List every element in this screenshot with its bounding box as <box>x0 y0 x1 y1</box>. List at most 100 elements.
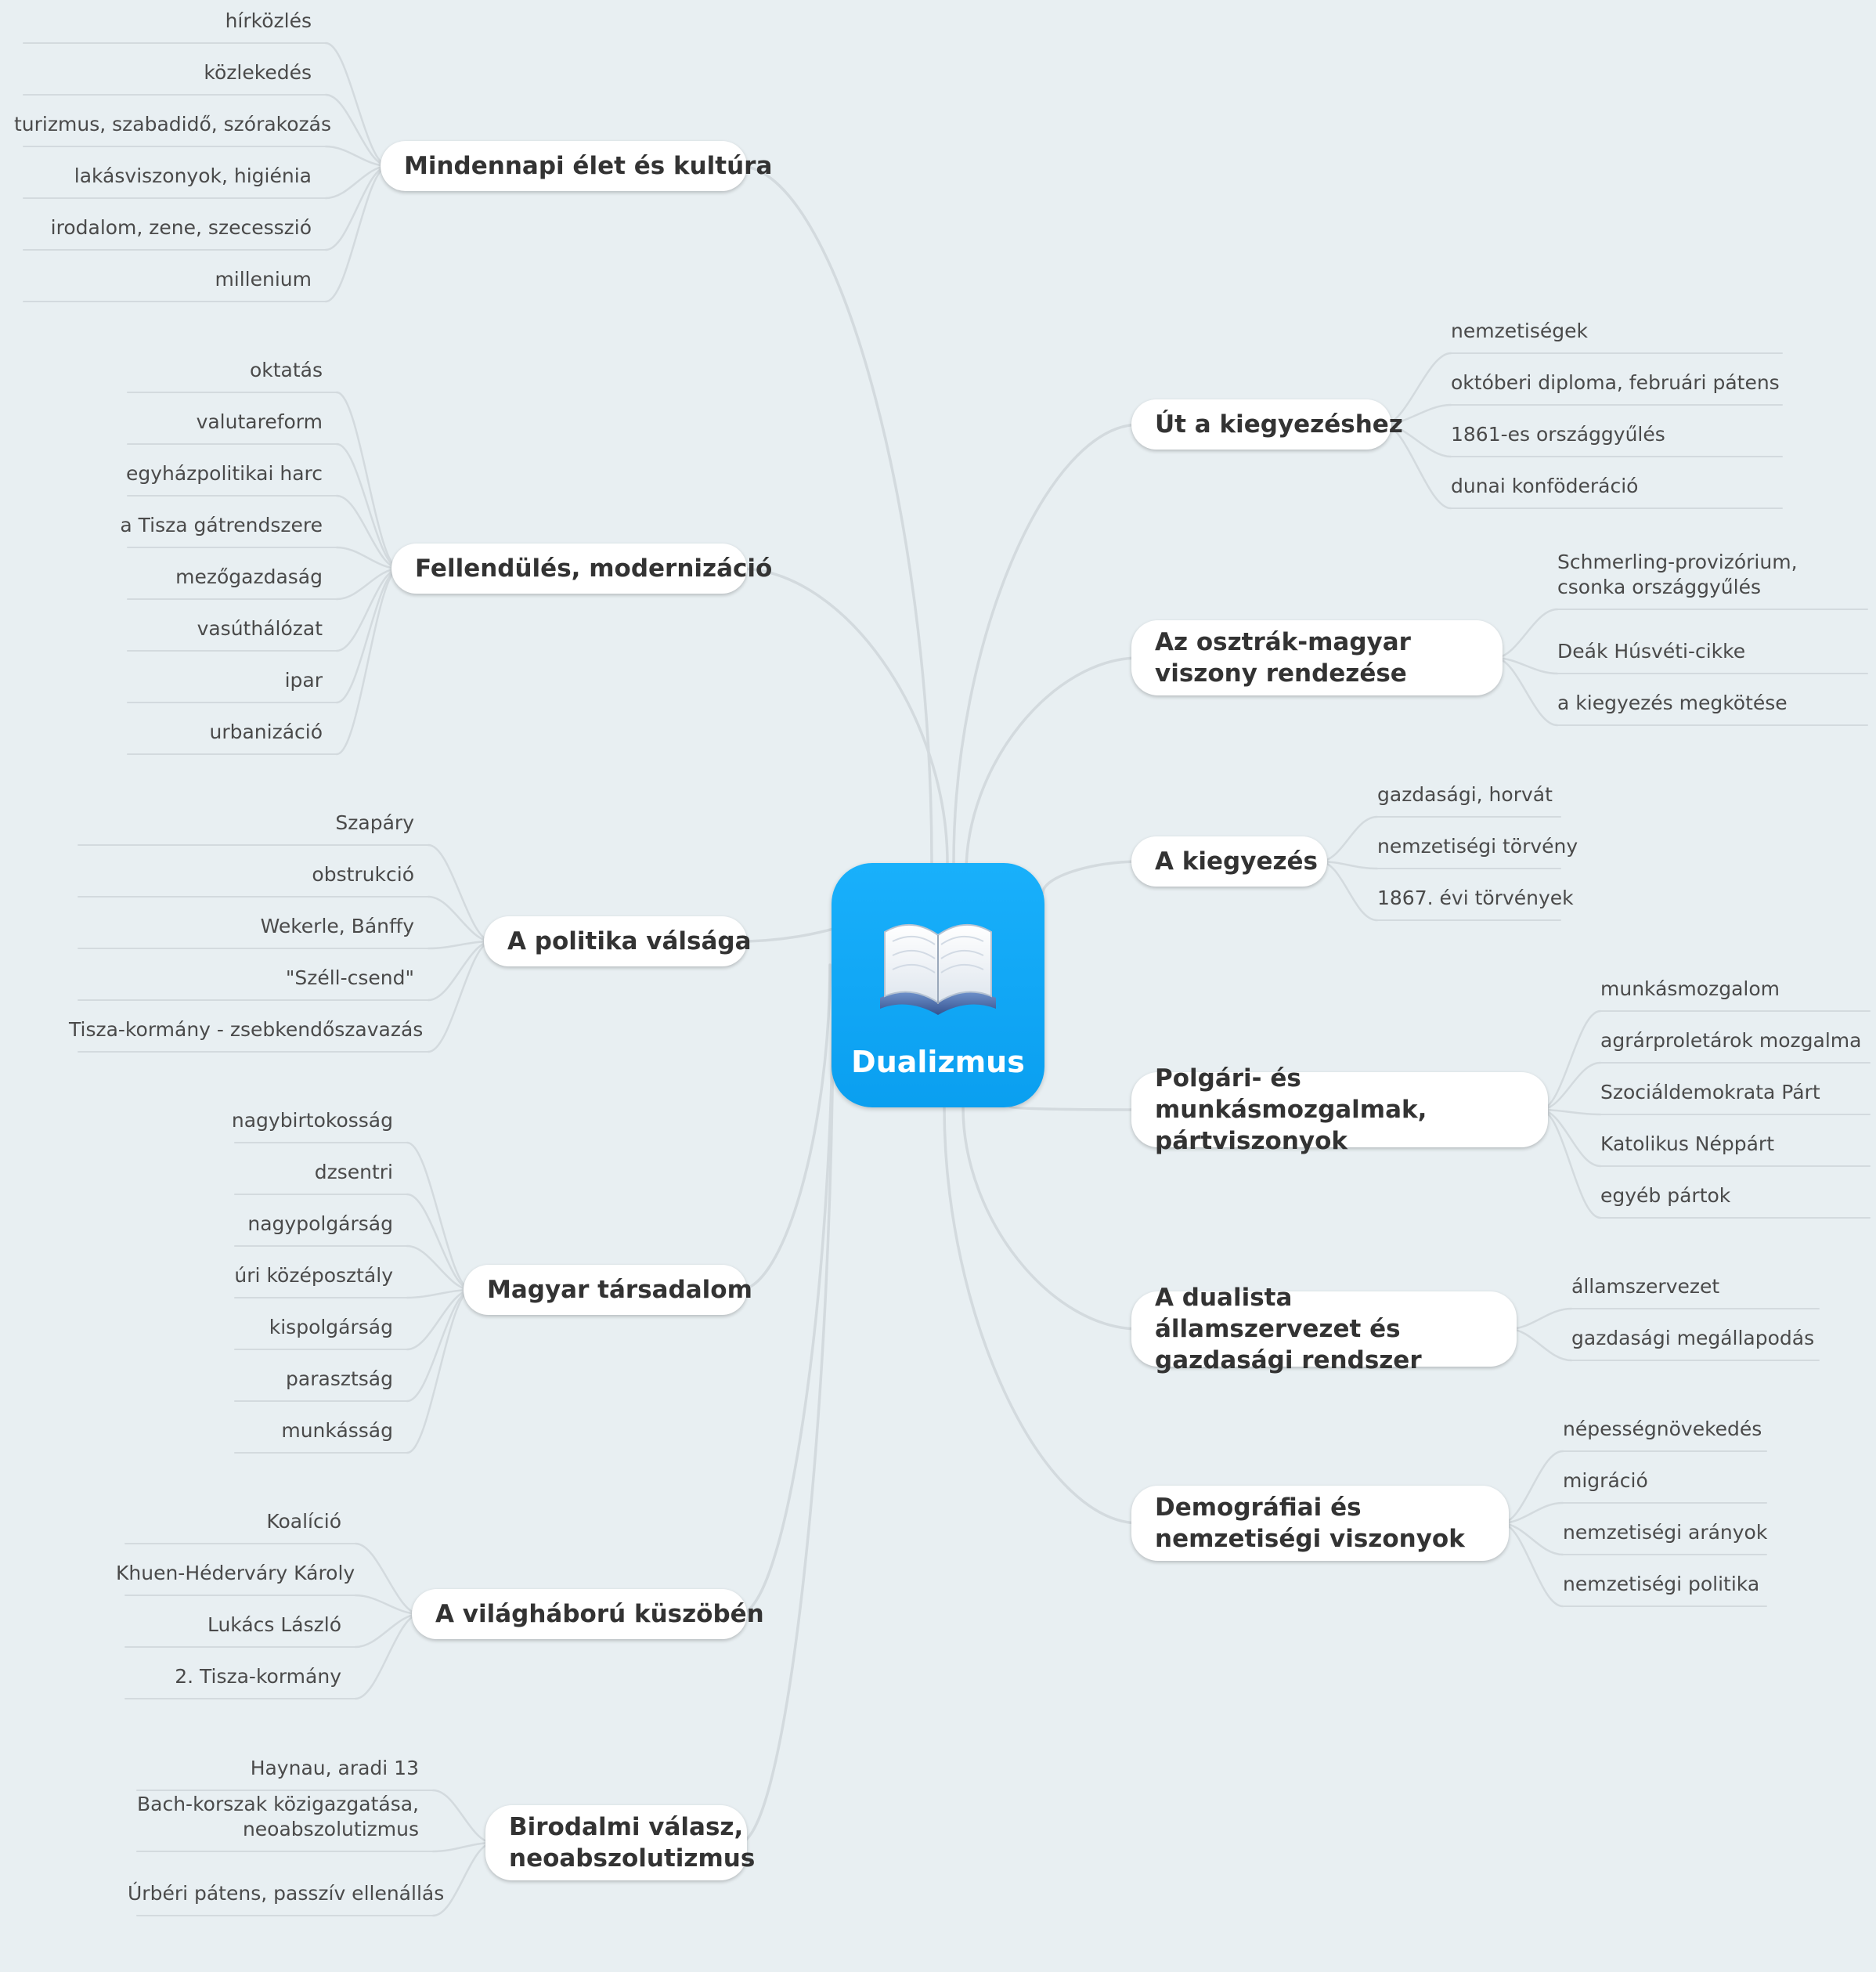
subtopic[interactable]: lakásviszonyok, higiénia <box>74 164 312 187</box>
subtopic[interactable]: nemzetiségek <box>1451 320 1588 342</box>
subtopic[interactable]: októberi diploma, februári pátens <box>1451 371 1780 394</box>
branch-topic[interactable]: Polgári- és munkásmozgalmak, pártviszony… <box>1131 1064 1548 1155</box>
subtopic[interactable]: mezőgazdaság <box>175 565 323 588</box>
central-topic-label: Dualizmus <box>851 1045 1025 1079</box>
subtopic[interactable]: vasúthálózat <box>197 617 323 640</box>
subtopic-connector <box>406 1141 473 1291</box>
subtopic[interactable]: Deák Húsvéti-cikke <box>1557 640 1746 663</box>
subtopic-connector <box>427 895 493 943</box>
subtopic[interactable]: államszervezet <box>1571 1275 1720 1298</box>
subtopic[interactable]: közlekedés <box>204 61 312 84</box>
subtopic[interactable]: Haynau, aradi 13 <box>250 1757 419 1779</box>
subtopic[interactable]: turizmus, szabadidő, szórakozás <box>14 113 332 135</box>
subtopic[interactable]: a Tisza gátrendszere <box>120 514 323 536</box>
branch-topic-label: A kiegyezés <box>1155 847 1318 876</box>
subtopic[interactable]: népességnövekedés <box>1563 1418 1762 1440</box>
subtopic[interactable]: 1867. évi törvények <box>1377 887 1574 909</box>
subtopic[interactable]: irodalom, zene, szecesszió <box>50 216 312 239</box>
subtopic[interactable]: Szociáldemokrata Párt <box>1600 1081 1820 1103</box>
branch-topic[interactable]: Út a kiegyezéshez <box>1131 399 1403 450</box>
subtopic[interactable]: nemzetiségi törvény <box>1377 835 1578 858</box>
subtopic[interactable]: gazdasági megállapodás <box>1571 1327 1815 1349</box>
subtopic[interactable]: munkásmozgalom <box>1600 977 1780 1000</box>
subtopic[interactable]: Koalíció <box>266 1510 341 1533</box>
subtopic[interactable]: obstrukció <box>312 863 414 886</box>
subtopic[interactable]: valutareform <box>196 410 323 433</box>
branch-topic-label: Demográfiai és nemzetiségi viszonyok <box>1155 1493 1465 1553</box>
subtopic[interactable]: Schmerling-provizórium, csonka országgyű… <box>1557 551 1798 598</box>
subtopic[interactable]: egyházpolitikai harc <box>125 462 323 485</box>
subtopic[interactable]: Szapáry <box>335 811 414 834</box>
subtopic[interactable]: Úrbéri pátens, passzív ellenállás <box>128 1882 445 1905</box>
subtopic[interactable]: dzsentri <box>314 1161 393 1183</box>
subtopic-connector <box>427 940 493 1002</box>
subtopic[interactable]: agrárproletárok mozgalma <box>1600 1029 1862 1052</box>
subtopic[interactable]: Tisza-kormány - zsebkendőszavazás <box>69 1018 424 1041</box>
subtopic-connector <box>335 567 401 756</box>
subtopic[interactable]: parasztság <box>286 1367 393 1390</box>
subtopic[interactable]: Khuen-Héderváry Károly <box>116 1562 355 1584</box>
branch-connector <box>965 656 1141 874</box>
subtopic[interactable]: nemzetiségi arányok <box>1563 1521 1768 1544</box>
subtopic-connector <box>1493 608 1559 659</box>
subtopic[interactable]: oktatás <box>249 359 323 381</box>
branch-topic[interactable]: Demográfiai és nemzetiségi viszonyok <box>1131 1486 1509 1561</box>
subtopic[interactable]: kispolgárság <box>269 1316 393 1338</box>
branch-topic-label: A dualista államszervezet és gazdasági r… <box>1155 1284 1422 1374</box>
subtopic-connector <box>1382 423 1452 510</box>
branch-topic[interactable]: Az osztrák-magyar viszony rendezése <box>1131 620 1503 695</box>
subtopic[interactable]: dunai konföderáció <box>1451 475 1639 497</box>
branch-topic[interactable]: A kiegyezés <box>1131 836 1327 887</box>
subtopic[interactable]: nagypolgárság <box>247 1212 393 1235</box>
branch-connector <box>738 977 835 1616</box>
subtopic[interactable]: nemzetiségi politika <box>1563 1573 1760 1595</box>
subtopic-connector <box>1539 1108 1602 1219</box>
subtopic[interactable]: urbanizáció <box>209 721 323 743</box>
subtopic[interactable]: hírközlés <box>225 9 312 32</box>
subtopic-connector <box>1493 656 1559 675</box>
subtopic[interactable]: munkásság <box>281 1419 393 1442</box>
subtopic[interactable]: Bach-korszak közigazgatása, neoabszoluti… <box>137 1793 419 1840</box>
branch-topic[interactable]: A világháború küszöbén <box>412 1589 764 1639</box>
subtopic[interactable]: "Széll-csend" <box>285 966 414 989</box>
subtopic-connector <box>1507 1307 1573 1331</box>
branch-topic[interactable]: A politika válsága <box>484 916 752 966</box>
branch-connector <box>738 567 949 865</box>
branch-connector <box>738 963 832 1291</box>
subtopic[interactable]: a kiegyezés megkötése <box>1557 692 1788 714</box>
subtopic[interactable]: Wekerle, Bánffy <box>260 915 414 937</box>
subtopic-connector <box>431 1789 495 1844</box>
branch-topic[interactable]: Birodalmi válasz, neoabszolutizmus <box>485 1805 755 1880</box>
subtopic-connector <box>431 1841 495 1917</box>
subtopic[interactable]: millenium <box>215 268 312 291</box>
subtopic[interactable]: Katolikus Néppárt <box>1600 1132 1775 1155</box>
subtopic-connector <box>1493 656 1559 727</box>
subtopic-connector <box>1499 1522 1564 1608</box>
branch-topic[interactable]: Magyar társadalom <box>464 1265 752 1315</box>
branch-topic[interactable]: A dualista államszervezet és gazdasági r… <box>1131 1284 1517 1374</box>
subtopic-connector <box>427 843 493 943</box>
branch-topic-label: Út a kiegyezéshez <box>1155 410 1403 439</box>
subtopic-connector <box>427 940 493 1053</box>
subtopic[interactable]: egyéb pártok <box>1600 1184 1731 1207</box>
branch-topic[interactable]: Mindennapi élet és kultúra <box>381 141 772 191</box>
branch-topic-label: Polgári- és munkásmozgalmak, pártviszony… <box>1155 1064 1427 1155</box>
branch-topic-label: Birodalmi válasz, neoabszolutizmus <box>509 1813 756 1873</box>
subtopic[interactable]: 2. Tisza-kormány <box>175 1665 341 1688</box>
subtopic-connector <box>335 567 401 704</box>
central-topic[interactable]: Dualizmus <box>832 863 1044 1107</box>
subtopic[interactable]: úri középosztály <box>234 1264 393 1287</box>
subtopic[interactable]: 1861-es országgyűlés <box>1451 423 1665 446</box>
subtopic[interactable]: gazdasági, horvát <box>1377 783 1553 806</box>
subtopic-connector <box>324 164 390 303</box>
subtopic[interactable]: migráció <box>1563 1469 1648 1492</box>
subtopic[interactable]: Lukács László <box>207 1613 341 1636</box>
branch-connector <box>952 423 1141 865</box>
subtopic-connector <box>1382 352 1452 426</box>
subtopic[interactable]: nagybirtokosság <box>231 1109 393 1132</box>
branch-topic[interactable]: Fellendülés, modernizáció <box>391 544 772 594</box>
subtopic[interactable]: ipar <box>284 669 323 692</box>
subtopic-connector <box>1539 1009 1602 1111</box>
subtopic-connector <box>1507 1327 1573 1362</box>
subtopic-connector <box>1318 815 1379 863</box>
